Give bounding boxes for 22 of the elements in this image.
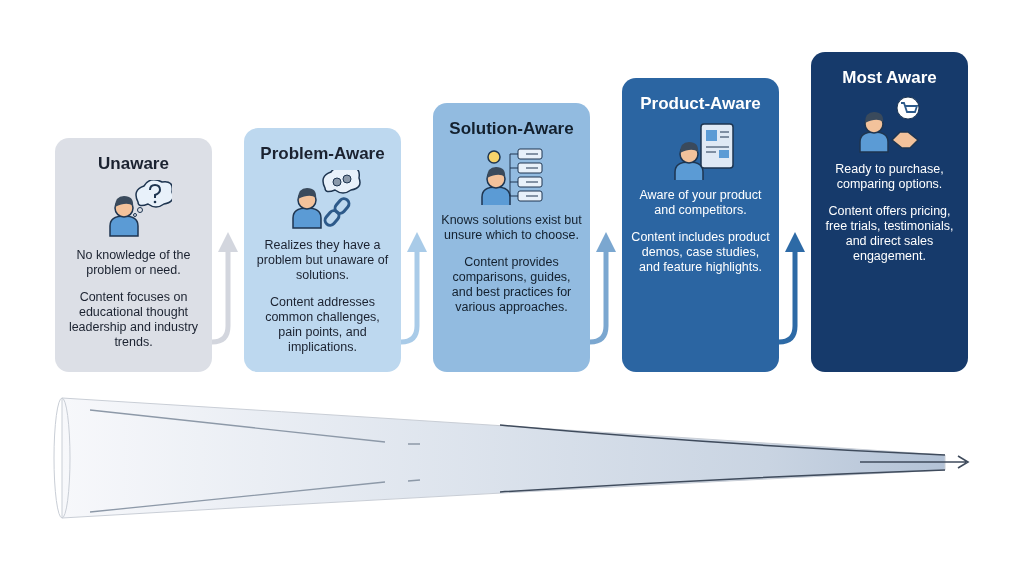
- stage-description: No knowledge of the problem or need.: [75, 248, 192, 278]
- stage-heading: Unaware: [98, 154, 169, 174]
- stage-card: [55, 138, 212, 372]
- stage-description: Content includes product demos, case studies, and feature highlights.: [630, 230, 771, 275]
- stage-heading: Solution-Aware: [449, 119, 574, 139]
- stage-description: Content provides comparisons, guides, and best practices for various approaches.: [450, 255, 573, 315]
- stage-heading: Most Aware: [842, 68, 937, 88]
- stage-card: [811, 52, 968, 372]
- stage-heading: Problem-Aware: [260, 144, 385, 164]
- stage-description: Realizes they have a problem but unaware of solutions.: [255, 238, 390, 283]
- stage-description: Aware of your product and competitors.: [638, 188, 763, 218]
- stage-card: [244, 128, 401, 372]
- curved-arrow: [211, 232, 238, 345]
- stage-description: Ready to purchase, comparing options.: [834, 162, 945, 192]
- stage-description: Knows solutions exist but unsure which to choose.: [441, 213, 582, 243]
- stage-card: [622, 78, 779, 372]
- curved-arrow: [400, 232, 427, 345]
- stage-description: Content addresses common challenges, pain points, and implications.: [264, 295, 381, 355]
- stage-description: Content focuses on educational thought leadership and industry trends.: [67, 290, 200, 350]
- stage-heading: Product-Aware: [640, 94, 761, 114]
- stage-card: [433, 103, 590, 372]
- stage-description: Content offers pricing, free trials, testimonials, and direct sales engagement.: [824, 204, 955, 264]
